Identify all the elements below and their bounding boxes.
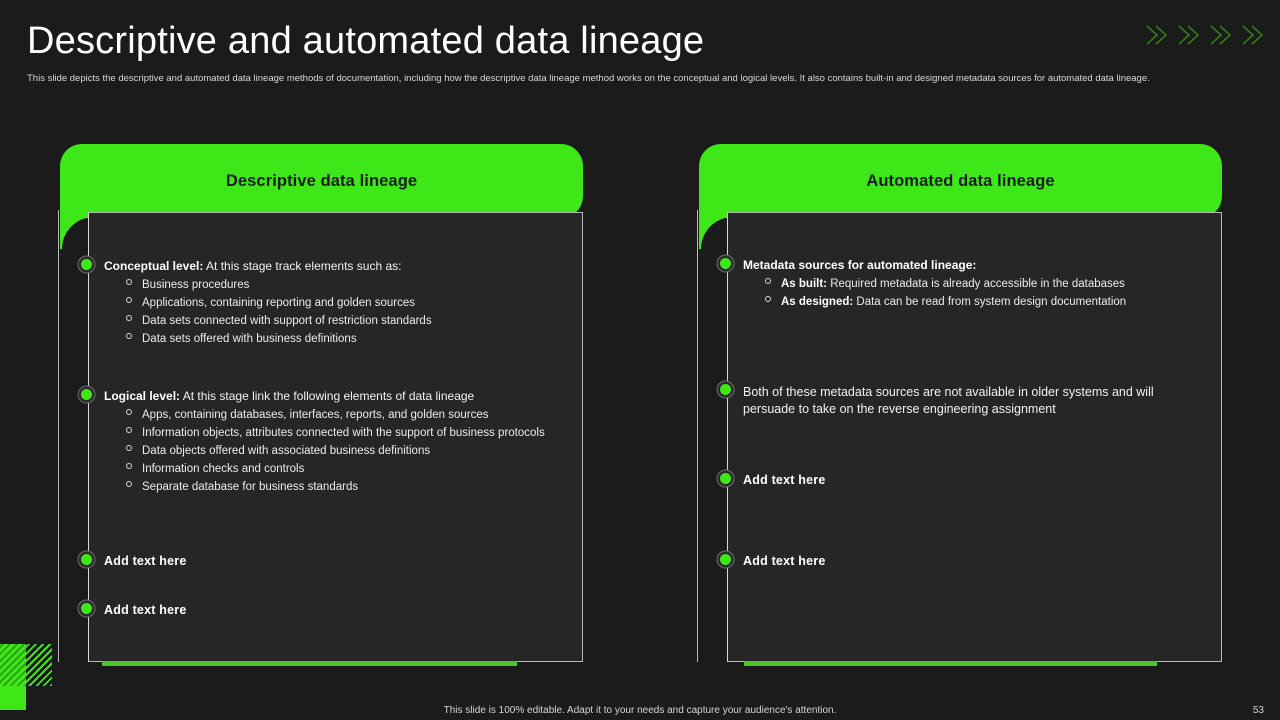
list-item-body: Metadata sources for automated lineage: A… [727, 258, 1126, 310]
sub-list: Apps, containing databases, interfaces, … [104, 408, 545, 495]
circle-bullet-icon [765, 296, 771, 302]
card-header-title: Descriptive data lineage [225, 171, 418, 190]
sub-list-item: Information checks and controls [104, 462, 545, 477]
sub-list-item: Data objects offered with associated bus… [104, 444, 545, 459]
sub-list-item: Applications, containing reporting and g… [104, 296, 432, 311]
add-text-placeholder[interactable]: Add text here [104, 554, 187, 568]
bullet-dot-icon [719, 384, 731, 395]
bullet-dot-icon [719, 554, 731, 565]
sub-list-item: Data sets offered with business definiti… [104, 332, 432, 347]
double-chevron-right-icon [1146, 25, 1168, 45]
decoration-block-striped-dark [26, 644, 52, 686]
decoration-block-solid [0, 686, 26, 710]
list-item-body: Add text here [88, 554, 186, 568]
page-number: 53 [1252, 705, 1264, 716]
footer-note: This slide is 100% editable. Adapt it to… [443, 705, 837, 716]
list-item[interactable]: Add text here [80, 603, 186, 617]
list-item-body: Add text here [727, 554, 825, 568]
sub-list-item: As designed: Data can be read from syste… [743, 295, 1126, 310]
add-text-placeholder[interactable]: Add text here [104, 603, 187, 617]
sub-list-item: Data sets connected with support of rest… [104, 314, 432, 329]
bullet-dot-icon [80, 389, 92, 400]
card-header-descriptive: Descriptive data lineage [60, 144, 583, 218]
list-item-body: Both of these metadata sources are not a… [727, 384, 1183, 417]
list-item-body: Logical level: At this stage link the fo… [88, 389, 545, 495]
circle-bullet-icon [126, 481, 132, 487]
card-descriptive: Descriptive data lineage Conceptual leve… [58, 144, 583, 666]
list-item[interactable]: Add text here [719, 473, 825, 487]
double-chevron-right-icon [1210, 25, 1232, 45]
circle-bullet-icon [765, 278, 771, 284]
list-item-paragraph: Both of these metadata sources are not a… [743, 385, 1154, 416]
circle-bullet-icon [126, 409, 132, 415]
card-items-descriptive: Conceptual level: At this stage track el… [80, 212, 583, 662]
sub-list-item: Apps, containing databases, interfaces, … [104, 408, 545, 423]
bullet-dot-icon [719, 473, 731, 484]
card-outer-rule [58, 210, 59, 662]
list-item[interactable]: Metadata sources for automated lineage: A… [719, 258, 1126, 313]
list-item[interactable]: Both of these metadata sources are not a… [719, 384, 1183, 417]
list-item[interactable]: Add text here [719, 554, 825, 568]
list-item-lead: Metadata sources for automated lineage: [743, 258, 977, 272]
list-item-lead: Logical level: At this stage link the fo… [104, 389, 475, 403]
circle-bullet-icon [126, 463, 132, 469]
circle-bullet-icon [126, 333, 132, 339]
circle-bullet-icon [126, 279, 132, 285]
bullet-dot-icon [80, 603, 92, 614]
add-text-placeholder[interactable]: Add text here [743, 554, 826, 568]
card-items-automated: Metadata sources for automated lineage: A… [719, 212, 1222, 662]
sub-list-item: Business procedures [104, 278, 432, 293]
corner-decoration [0, 644, 52, 710]
card-body-automated [727, 212, 1222, 662]
circle-bullet-icon [126, 297, 132, 303]
decoration-block-striped-green [0, 644, 26, 686]
sub-list-item: As built: Required metadata is already a… [743, 277, 1126, 292]
list-item[interactable]: Logical level: At this stage link the fo… [80, 389, 545, 498]
bullet-dot-icon [719, 258, 731, 269]
double-chevron-right-icon [1242, 25, 1264, 45]
double-chevron-right-icon [1178, 25, 1200, 45]
list-item-lead: Conceptual level: At this stage track el… [104, 259, 402, 273]
card-accent-bar [102, 661, 517, 666]
sub-list-item: Separate database for business standards [104, 480, 545, 495]
add-text-placeholder[interactable]: Add text here [743, 473, 826, 487]
page-title: Descriptive and automated data lineage [27, 20, 705, 62]
circle-bullet-icon [126, 445, 132, 451]
card-automated: Automated data lineage Metadata sources … [697, 144, 1222, 666]
chevron-decoration [1142, 22, 1268, 48]
circle-bullet-icon [126, 427, 132, 433]
sub-list: As built: Required metadata is already a… [743, 277, 1126, 310]
list-item[interactable]: Conceptual level: At this stage track el… [80, 259, 432, 350]
card-accent-bar [744, 661, 1157, 666]
card-outer-rule [697, 210, 698, 662]
list-item-body: Add text here [727, 473, 825, 487]
card-header-title: Automated data lineage [866, 171, 1055, 190]
list-item-body: Conceptual level: At this stage track el… [88, 259, 432, 347]
card-header-automated: Automated data lineage [699, 144, 1222, 218]
sub-list-item: Information objects, attributes connecte… [104, 426, 545, 441]
bullet-dot-icon [80, 554, 92, 565]
bullet-dot-icon [80, 259, 92, 270]
page-subtitle: This slide depicts the descriptive and a… [27, 73, 1150, 84]
circle-bullet-icon [126, 315, 132, 321]
card-body-descriptive [88, 212, 583, 662]
list-item-body: Add text here [88, 603, 186, 617]
list-item[interactable]: Add text here [80, 554, 186, 568]
